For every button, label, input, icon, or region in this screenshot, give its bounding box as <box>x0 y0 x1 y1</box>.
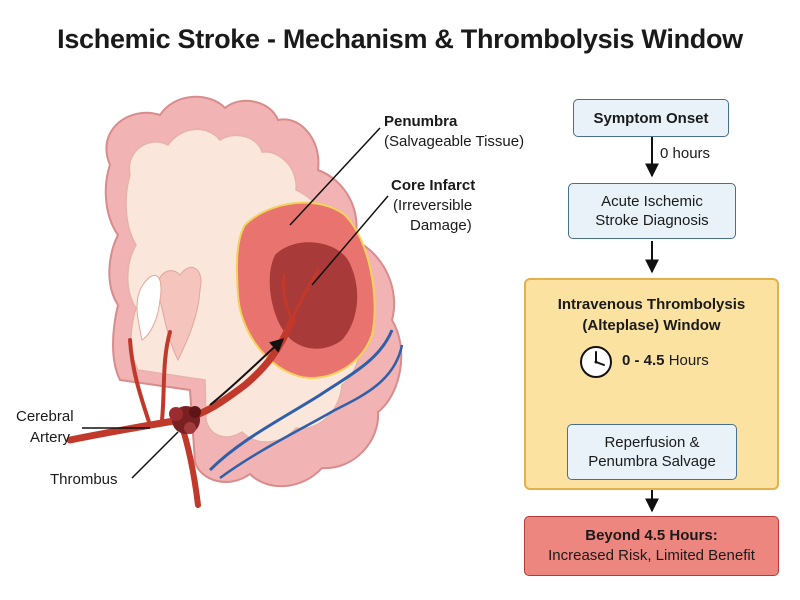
onset-time-label: 0 hours <box>660 145 711 162</box>
penumbra-sub-label: (Salvageable Tissue) <box>384 133 525 150</box>
artery-branch-4 <box>281 273 294 322</box>
thrombus-clot <box>169 406 201 434</box>
window-title: Intravenous Thrombolysis (Alteplase) Win… <box>557 296 746 334</box>
page-title: Ischemic Stroke - Mechanism & Thrombolys… <box>57 24 743 54</box>
core-infarct-sub-2: Damage) <box>410 217 472 234</box>
core-leader <box>311 195 389 286</box>
artery-branch-upper-1 <box>128 338 152 427</box>
symptom-onset-box: Symptom Onset <box>573 99 729 137</box>
symptom-onset-text: Symptom Onset <box>593 110 709 127</box>
clock-icon <box>580 346 612 378</box>
artery-branch-3 <box>290 268 320 322</box>
ventricle-white <box>136 274 162 341</box>
cerebral-vein-2 <box>219 344 404 480</box>
thrombus-leader <box>131 431 179 479</box>
penumbra-label: Penumbra <box>384 113 458 130</box>
cerebral-vein <box>208 329 394 472</box>
cerebral-artery <box>66 316 296 444</box>
window-range: 0 - 4.5 Hours <box>622 352 709 369</box>
beyond-title: Beyond 4.5 Hours: <box>585 527 718 544</box>
occlusion-arrow <box>209 338 285 406</box>
beyond-window-box: Beyond 4.5 Hours: Increased Risk, Limite… <box>524 516 779 576</box>
cerebral-artery-label-1: Cerebral <box>16 408 74 425</box>
beyond-text: Increased Risk, Limited Benefit <box>548 547 755 564</box>
core-infarct-label: Core Infarct <box>391 177 476 194</box>
core-infarct-sub-1: (Irreversible <box>393 197 473 214</box>
penumbra-leader <box>289 127 381 226</box>
brain-illustration <box>66 95 404 508</box>
thrombus-label: Thrombus <box>50 471 118 488</box>
cerebral-artery-label-2: Artery <box>30 429 71 446</box>
diagnosis-line-2: Stroke Diagnosis <box>595 212 709 229</box>
diagnosis-box: Acute Ischemic Stroke Diagnosis <box>568 183 736 239</box>
reperfusion-line-2: Penumbra Salvage <box>588 453 716 470</box>
reperfusion-box: Reperfusion & Penumbra Salvage <box>567 424 737 480</box>
artery-branch-upper-2 <box>160 330 172 422</box>
ventricle <box>156 266 202 362</box>
diagnosis-line-1: Acute Ischemic <box>601 193 703 210</box>
reperfusion-line-1: Reperfusion & <box>604 434 700 451</box>
